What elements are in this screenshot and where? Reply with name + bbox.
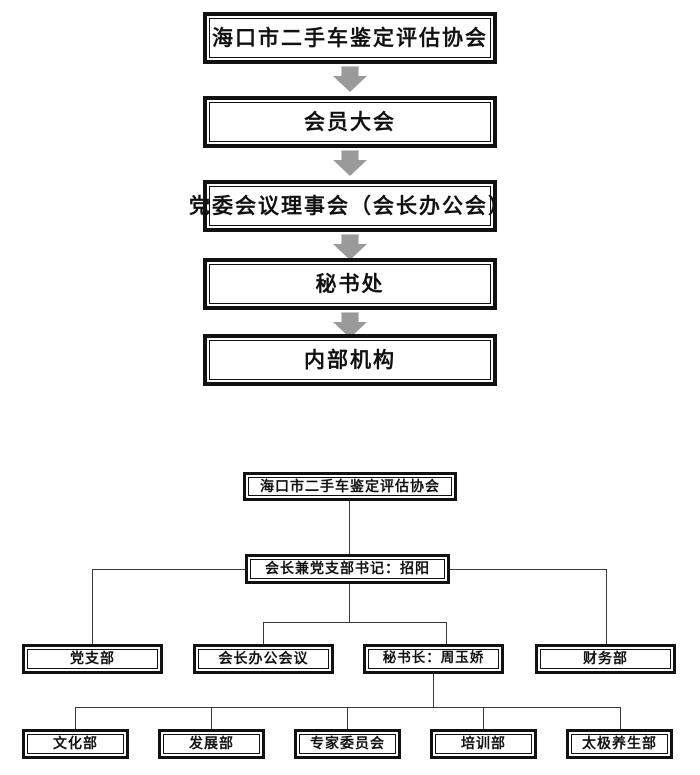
org-box-secretary-general-label: 秘书长：周玉娇: [382, 650, 485, 667]
org-box-chair-office-label: 会长办公会议: [218, 651, 309, 667]
flow-box-secretariat-label: 秘书处: [315, 271, 385, 296]
connector-inner-bus: [263, 622, 446, 623]
arrow-shaft: [341, 312, 359, 323]
flow-box-internal-label: 内部机构: [304, 347, 396, 372]
org-box-training-dept: 培训部: [430, 729, 537, 759]
org-box-association-root: 海口市二手车鉴定评估协会: [243, 472, 457, 501]
org-box-taiji-dept: 太极养生部: [566, 729, 673, 759]
connector-left-bus-drop: [92, 569, 93, 644]
connector-secretary-bottom-drop: [433, 674, 434, 707]
org-box-chair-office: 会长办公会议: [193, 644, 334, 674]
arrow-shaft: [341, 234, 359, 245]
flow-box-association-label: 海口市二手车鉴定评估协会: [212, 25, 488, 50]
org-box-secretary-general: 秘书长：周玉娇: [363, 644, 504, 674]
flow-box-council: 党委会议理事会（会长办公会）: [189, 180, 509, 232]
org-box-development-dept-label: 发展部: [189, 736, 234, 752]
org-box-expert-committee: 专家委员会: [294, 729, 401, 759]
connector-root-to-chairman: [349, 501, 350, 554]
org-box-finance-dept-label: 财务部: [583, 651, 628, 667]
arrow-head: [333, 160, 367, 176]
flow-arrow-2: [333, 150, 367, 177]
org-box-training-dept-label: 培训部: [461, 736, 506, 752]
arrow-shaft: [341, 150, 359, 161]
org-box-association-root-label: 海口市二手车鉴定评估协会: [260, 478, 440, 495]
connector-chairman-bottom-drop: [349, 584, 350, 622]
connector-chairman-right-bus: [450, 569, 606, 570]
org-box-chairman: 会长兼党支部书记：招阳: [245, 554, 450, 584]
flow-box-association: 海口市二手车鉴定评估协会: [203, 12, 497, 64]
flow-arrow-1: [333, 66, 367, 93]
connector-inner-bus-left-drop: [263, 622, 264, 644]
flow-box-congress-label: 会员大会: [304, 109, 396, 134]
org-box-taiji-dept-label: 太极养生部: [582, 736, 657, 752]
org-box-party-branch: 党支部: [22, 644, 163, 674]
flow-box-secretariat: 秘书处: [203, 258, 497, 310]
flow-box-internal: 内部机构: [203, 334, 497, 386]
connector-bottom-drop-4: [483, 707, 484, 729]
connector-inner-bus-right-drop: [446, 622, 447, 644]
org-box-finance-dept: 财务部: [535, 644, 676, 674]
arrow-head: [333, 76, 367, 92]
arrow-head: [333, 244, 367, 260]
connector-bottom-drop-1: [75, 707, 76, 729]
connector-right-bus-drop: [606, 569, 607, 644]
connector-chairman-left-bus: [92, 569, 245, 570]
org-box-chairman-label: 会长兼党支部书记：招阳: [265, 561, 430, 577]
org-box-expert-committee-label: 专家委员会: [310, 736, 385, 752]
arrow-shaft: [341, 66, 359, 77]
flow-arrow-3: [333, 234, 367, 261]
org-box-party-branch-label: 党支部: [70, 651, 115, 667]
connector-bottom-drop-3: [347, 707, 348, 729]
org-box-culture-dept-label: 文化部: [53, 736, 98, 752]
connector-bottom-drop-2: [211, 707, 212, 729]
connector-bottom-drop-5: [620, 707, 621, 729]
flow-box-council-label: 党委会议理事会（会长办公会）: [189, 193, 511, 218]
flow-box-congress: 会员大会: [203, 96, 497, 148]
org-box-culture-dept: 文化部: [22, 729, 129, 759]
org-box-development-dept: 发展部: [158, 729, 265, 759]
